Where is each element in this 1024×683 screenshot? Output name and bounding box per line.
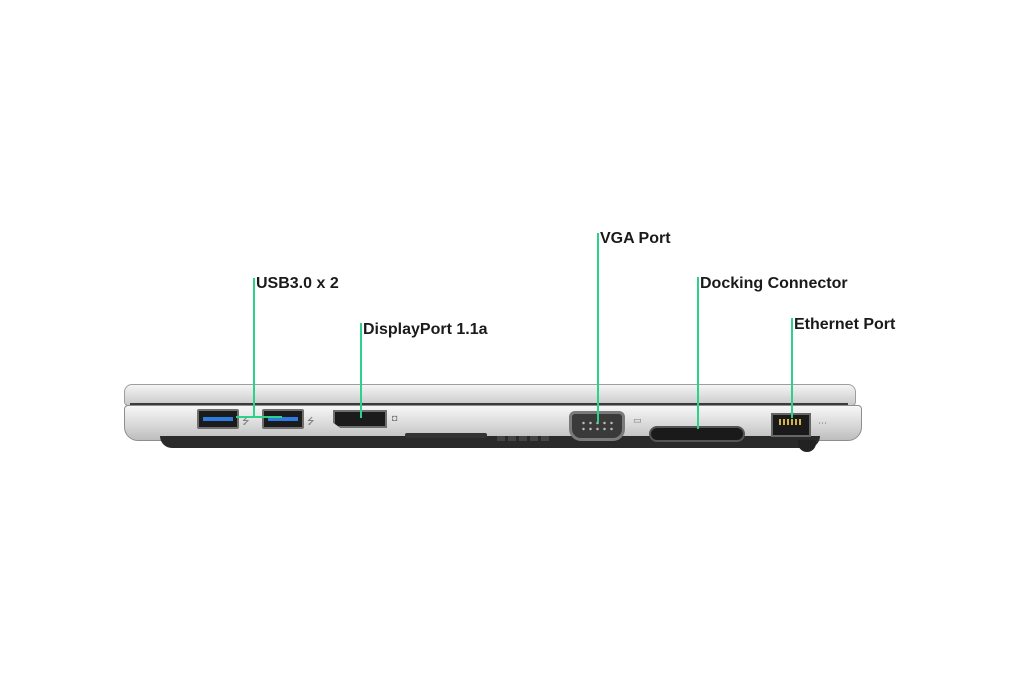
usb-callout-line bbox=[253, 278, 255, 418]
vga-label: VGA Port bbox=[600, 230, 671, 247]
lid-seam bbox=[130, 403, 848, 405]
usb-port-1 bbox=[197, 409, 239, 429]
ethernet-contacts bbox=[779, 419, 803, 425]
usb-label: USB3.0 x 2 bbox=[256, 275, 339, 292]
air-vent bbox=[497, 436, 549, 441]
ethernet-jack-flap bbox=[798, 440, 816, 452]
displayport-icon: ◘ bbox=[392, 413, 398, 423]
displayport-callout-line bbox=[360, 323, 362, 418]
monitor-icon: ▭ bbox=[633, 415, 642, 425]
vga-pins bbox=[580, 420, 614, 432]
vga-callout-line bbox=[597, 233, 599, 423]
usb-callout-bracket bbox=[236, 416, 282, 418]
usb-port-2 bbox=[262, 409, 304, 429]
usb-icon: ⭍ bbox=[307, 416, 315, 426]
docking-label: Docking Connector bbox=[700, 275, 848, 292]
ethernet-label: Ethernet Port bbox=[794, 316, 896, 333]
ethernet-callout-line bbox=[791, 318, 793, 418]
docking-callout-line bbox=[697, 277, 699, 429]
sd-card-slot bbox=[405, 433, 487, 438]
network-icon: ⋯ bbox=[818, 418, 827, 428]
usb-icon: ⭍ bbox=[242, 416, 250, 426]
displayport-label: DisplayPort 1.1a bbox=[363, 321, 488, 338]
